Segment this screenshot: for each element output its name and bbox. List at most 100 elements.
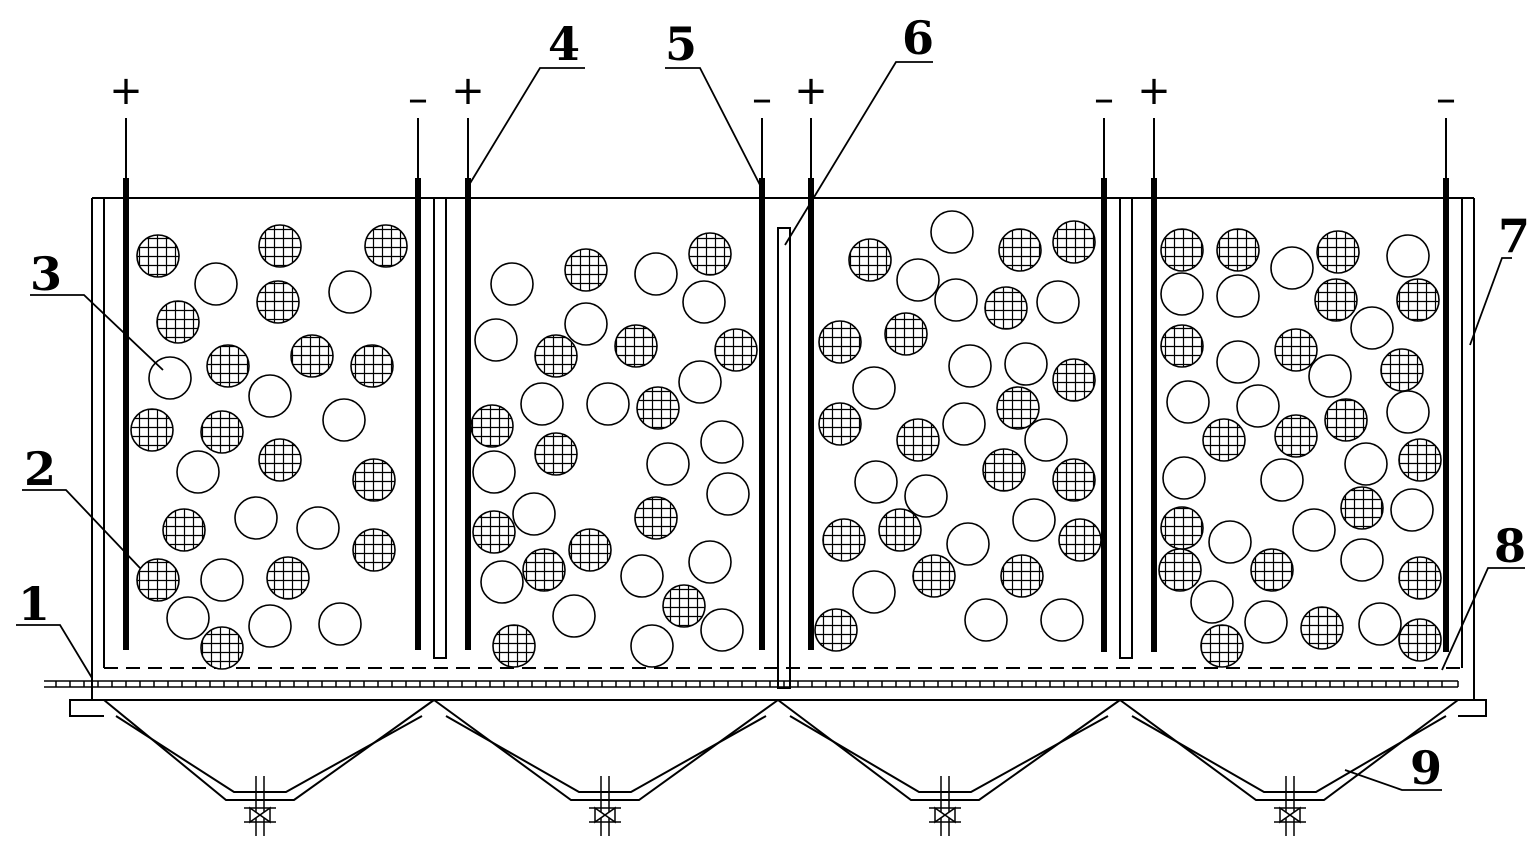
hatched-particle [290, 334, 334, 378]
hatched-particle [884, 312, 928, 356]
plain-particle [1208, 520, 1252, 564]
aeration-pipe [44, 680, 1459, 688]
hatched-particle [564, 248, 608, 292]
hatched-particle [714, 328, 758, 372]
plain-particle [166, 596, 210, 640]
hatched-particle [662, 584, 706, 628]
plain-particle [322, 398, 366, 442]
plain-particle [200, 558, 244, 602]
particle-fillers [130, 210, 1442, 670]
label-3: 3 [30, 247, 62, 301]
hatched-particle [1216, 228, 1260, 272]
cell-partitions [433, 197, 1133, 689]
plain-particle [1292, 508, 1336, 552]
plain-particle [512, 492, 556, 536]
label-2: 2 [24, 442, 56, 496]
hatched-particle [1300, 606, 1344, 650]
hopper-outer [103, 699, 435, 801]
hatched-particle [1324, 398, 1368, 442]
plain-particle [1162, 456, 1206, 500]
minus-sign: – [1094, 76, 1114, 122]
plain-particle [1270, 246, 1314, 290]
plain-particle [620, 554, 664, 598]
plus-sign: + [1137, 68, 1171, 114]
plain-particle [854, 460, 898, 504]
minus-sign: – [752, 76, 772, 122]
label-6: 6 [902, 11, 934, 65]
leader-lines [16, 61, 1525, 791]
plain-particle [1012, 498, 1056, 542]
tank-base [69, 699, 1487, 717]
plain-particle [1340, 538, 1384, 582]
hatched-particle [472, 510, 516, 554]
hatched-particle [636, 386, 680, 430]
plain-particle [678, 360, 722, 404]
hatched-particle [352, 528, 396, 572]
hatched-particle [896, 418, 940, 462]
hatched-particle [1160, 324, 1204, 368]
hopper-outer [777, 699, 1121, 801]
polarity-signs: +–+–+–+– [109, 68, 1456, 122]
plain-particle [318, 602, 362, 646]
hatched-particle [1200, 624, 1244, 668]
hatched-particle [688, 232, 732, 276]
hatched-particle [1202, 418, 1246, 462]
plain-particle [1004, 342, 1048, 386]
hatched-particle [984, 286, 1028, 330]
plain-particle [700, 420, 744, 464]
hatched-particle [534, 432, 578, 476]
plain-particle [688, 540, 732, 584]
plain-particle [946, 522, 990, 566]
plain-particle [552, 594, 596, 638]
hatched-particle [614, 324, 658, 368]
hatched-particle [206, 344, 250, 388]
hatched-particle [200, 410, 244, 454]
hopper-outer [433, 699, 779, 801]
plain-particle [296, 506, 340, 550]
plain-particle [706, 472, 750, 516]
tank-walls [91, 197, 1475, 700]
sludge-hoppers [103, 699, 1459, 801]
drain-valve [1274, 776, 1306, 836]
plain-particle [472, 450, 516, 494]
plain-particle [700, 608, 744, 652]
plain-particle [586, 382, 630, 426]
hatched-particle [256, 280, 300, 324]
plain-particle [1244, 600, 1288, 644]
hatched-particle [634, 496, 678, 540]
hatched-particle [162, 508, 206, 552]
label-4: 4 [548, 17, 580, 71]
drain-valve [589, 776, 621, 836]
hopper-inner [789, 715, 1109, 793]
hopper-inner [1131, 715, 1447, 793]
hatched-particle [258, 224, 302, 268]
plain-particle [1024, 418, 1068, 462]
hatched-particle [266, 556, 310, 600]
plain-particle [852, 570, 896, 614]
hatched-particle [130, 408, 174, 452]
hatched-particle [200, 626, 244, 670]
hatched-particle [1314, 278, 1358, 322]
plain-particle [1386, 390, 1430, 434]
electrode-plates [123, 118, 1449, 652]
plain-particle [904, 474, 948, 518]
hatched-particle [568, 528, 612, 572]
hopper-outer [1119, 699, 1459, 801]
hatched-particle [1274, 328, 1318, 372]
plain-particle [474, 318, 518, 362]
hatched-particle [522, 548, 566, 592]
plain-particle [1350, 306, 1394, 350]
plain-particle [1386, 234, 1430, 278]
hatched-particle [878, 508, 922, 552]
hatched-particle [1052, 458, 1096, 502]
hatched-particle [1000, 554, 1044, 598]
plain-particle [234, 496, 278, 540]
minus-sign: – [408, 76, 428, 122]
drain-valve [244, 776, 276, 836]
plain-particle [1236, 384, 1280, 428]
hatched-particle [1052, 358, 1096, 402]
drain-valves [244, 776, 1306, 836]
plain-particle [1160, 272, 1204, 316]
plain-particle [1308, 354, 1352, 398]
